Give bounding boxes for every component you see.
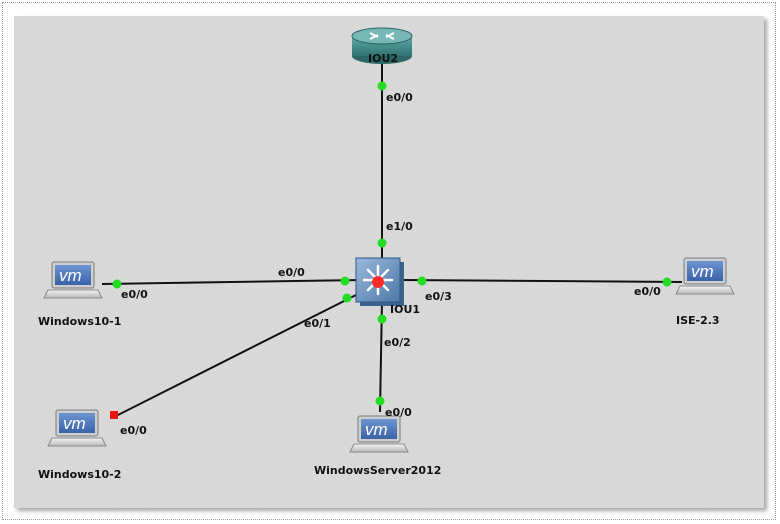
port-labels: e0/0 e1/0 e0/0 e0/0 e0/1 e0/0 e0/2 e0/0 … [120, 91, 661, 437]
vm-icon-windows10-2[interactable]: vm [47, 409, 107, 447]
port-label-win10-1-e00: e0/0 [121, 288, 148, 301]
port-dot-iou1-e01 [342, 293, 352, 303]
vm-badge: vm [63, 414, 86, 433]
port-dot-iou2-e00 [377, 81, 387, 91]
port-label-iou1-e01: e0/1 [304, 317, 331, 330]
port-label-iou1-e10: e1/0 [386, 220, 413, 233]
links [101, 62, 683, 419]
port-label-iou2-e00: e0/0 [386, 91, 413, 104]
link-win10-1-iou1[interactable] [101, 279, 363, 285]
port-dot-winserver-e00 [375, 396, 385, 406]
node-label-ise: ISE-2.3 [676, 314, 720, 327]
port-label-win10-2-e00: e0/0 [120, 424, 147, 437]
vm-icon-windows10-1[interactable]: vm [43, 261, 103, 299]
vm-badge: vm [365, 420, 388, 439]
vm-badge: vm [691, 262, 714, 281]
vm-icon-ise[interactable]: vm [675, 257, 735, 295]
node-label-windowsserver2012: WindowsServer2012 [314, 464, 441, 477]
switch-icon[interactable] [355, 257, 404, 306]
port-dot-ise-e00 [662, 277, 672, 287]
port-label-ise-e00: e0/0 [634, 285, 661, 298]
link-win10-2-iou1[interactable] [111, 291, 363, 419]
node-label-iou1: IOU1 [390, 303, 420, 316]
port-dot-iou1-e03 [417, 276, 427, 286]
port-dot-win10-2-e00 [110, 411, 118, 419]
port-dot-iou1-e00 [340, 276, 350, 286]
node-label-windows10-1: Windows10-1 [38, 315, 121, 328]
port-dot-iou1-e10 [377, 238, 387, 248]
port-dot-win10-1-e00 [112, 279, 122, 289]
router-icon[interactable] [351, 27, 413, 64]
port-label-iou1-e00: e0/0 [278, 266, 305, 279]
port-label-iou1-e02: e0/2 [384, 336, 411, 349]
port-label-winserver-e00: e0/0 [385, 406, 412, 419]
vm-badge: vm [59, 266, 82, 285]
link-iou1-ise[interactable] [401, 279, 683, 283]
vm-icon-windowsserver2012[interactable]: vm [349, 415, 409, 453]
node-label-iou2: IOU2 [368, 52, 398, 65]
port-label-iou1-e03: e0/3 [425, 290, 452, 303]
port-dots [110, 81, 672, 419]
port-dot-iou1-e02 [377, 314, 387, 324]
node-label-windows10-2: Windows10-2 [38, 468, 121, 481]
